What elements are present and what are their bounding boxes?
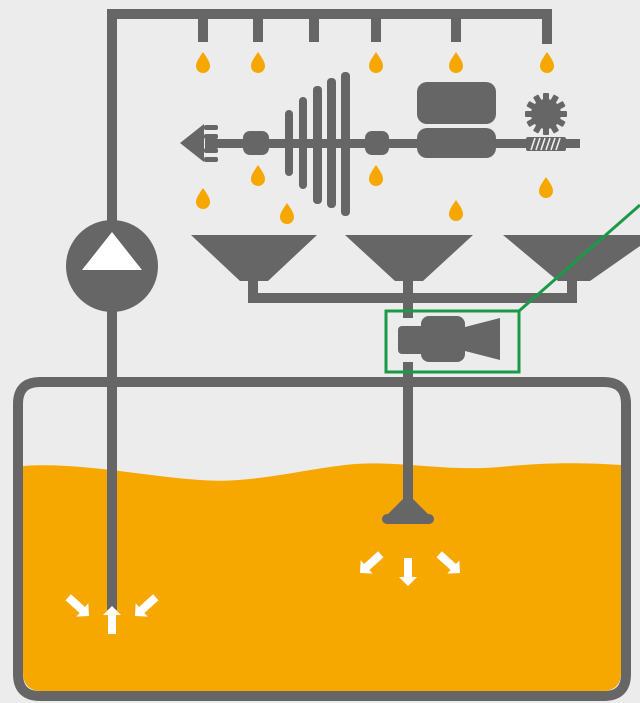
oil-level xyxy=(23,463,621,691)
funnel-middle xyxy=(345,235,473,281)
highlight-box xyxy=(384,309,521,374)
motor-upper xyxy=(417,82,496,124)
pump-triangle-icon xyxy=(82,232,142,270)
flange-bolt-1 xyxy=(204,125,218,130)
diffuser-base xyxy=(382,514,434,524)
inflow-arrow-right xyxy=(135,594,159,617)
outflow-arrows xyxy=(360,551,460,586)
outflow-arrow-left xyxy=(360,551,384,574)
main-shaft xyxy=(205,139,580,148)
inline-filter-highlight xyxy=(384,203,640,374)
inline-filter xyxy=(398,316,500,362)
outflow-arrow-center xyxy=(399,558,417,586)
callout-line xyxy=(518,203,640,313)
flange-bolt-4 xyxy=(204,157,218,162)
flange-bolt-2 xyxy=(204,134,218,139)
gear-train xyxy=(180,72,580,216)
coupling-left xyxy=(243,131,269,155)
coupling-right xyxy=(365,131,389,155)
flange-bolt-3 xyxy=(204,148,218,153)
outflow-arrow-right xyxy=(436,551,460,574)
outlet-diffuser xyxy=(360,494,460,586)
disc-5 xyxy=(341,72,350,216)
funnel-left xyxy=(191,235,317,281)
disc-1 xyxy=(285,110,293,176)
disc-4 xyxy=(327,78,336,208)
inline-device-nozzle xyxy=(465,318,500,360)
inline-device-core xyxy=(421,316,465,362)
disc-3 xyxy=(313,86,322,204)
inflow-arrow-left xyxy=(65,594,89,617)
suction-inlet xyxy=(65,594,159,634)
motor-lower xyxy=(417,128,496,158)
oil-tank xyxy=(13,377,631,701)
worm-thread xyxy=(530,137,561,151)
inflow-arrow-center xyxy=(103,606,121,634)
collectors xyxy=(191,235,640,281)
output-flange xyxy=(180,124,204,162)
diffuser-cone xyxy=(384,494,432,518)
spur-gear-icon xyxy=(525,93,567,135)
funnel-right xyxy=(503,235,640,281)
disc-2 xyxy=(299,97,307,189)
pump xyxy=(66,220,158,312)
